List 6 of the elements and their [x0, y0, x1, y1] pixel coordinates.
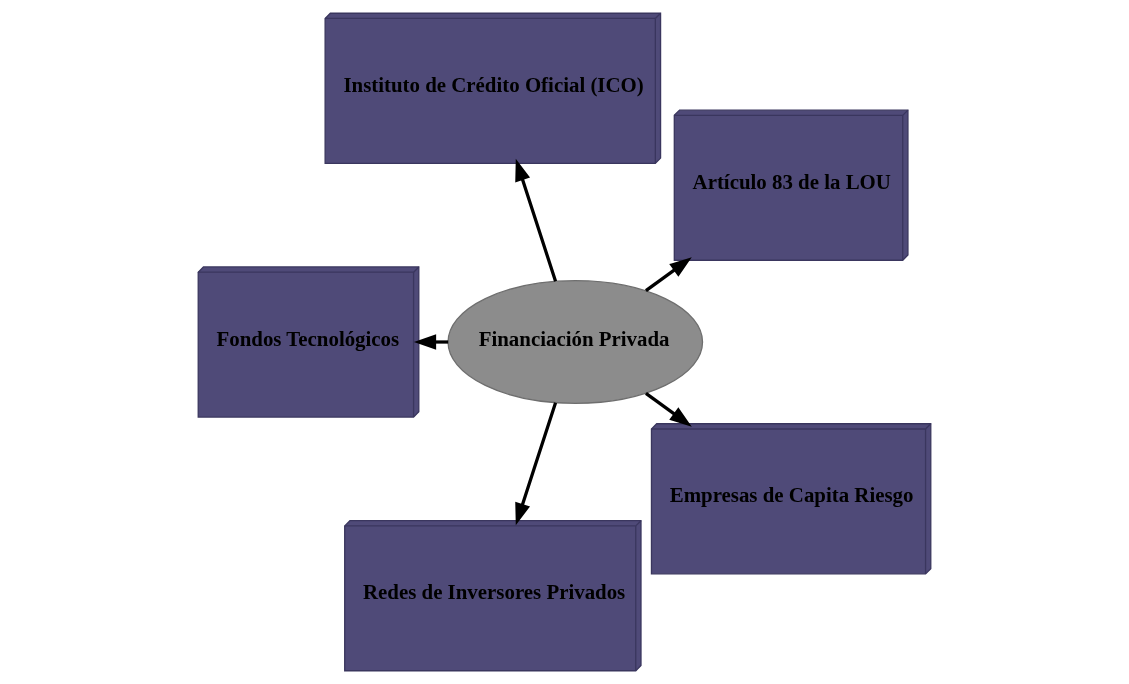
arrow — [515, 402, 558, 526]
arrow — [515, 158, 558, 282]
arrow — [413, 334, 449, 350]
node-ellipse: Financiación Privada — [447, 280, 704, 404]
arrow — [645, 257, 692, 292]
arrow — [645, 392, 692, 427]
